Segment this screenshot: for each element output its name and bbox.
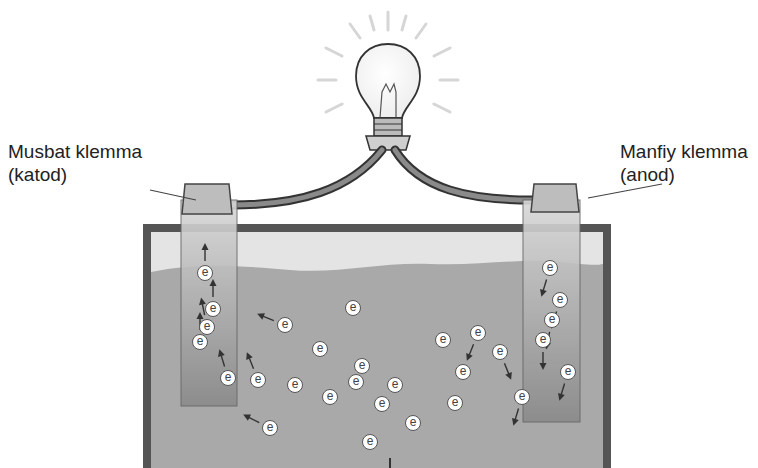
electron-symbol: e	[292, 378, 299, 390]
electron-symbol: e	[350, 301, 357, 313]
electron-circle: e	[514, 389, 530, 405]
negative-terminal	[531, 184, 579, 212]
arrow-head	[558, 393, 565, 401]
electron-circle: e	[470, 325, 486, 341]
wire	[395, 150, 532, 200]
electron-circle: e	[345, 300, 361, 316]
electron-symbol: e	[440, 333, 447, 345]
electron-symbol: e	[367, 435, 374, 447]
electron-circle: e	[435, 332, 451, 348]
electron-symbol: e	[317, 342, 324, 354]
electron-circle: e	[322, 389, 338, 405]
leader-line	[150, 190, 196, 200]
electron-circle: e	[455, 364, 471, 380]
terminal-label: Musbat klemma (katod)	[8, 140, 148, 186]
electron-symbol: e	[519, 390, 526, 402]
electron-symbol: e	[565, 365, 572, 377]
arrow-head	[540, 363, 547, 370]
arrow-head	[243, 415, 251, 421]
electron-symbol: e	[460, 365, 467, 377]
arrow-head	[466, 353, 472, 361]
electron-symbol: e	[410, 416, 417, 428]
electron-arrows	[197, 243, 565, 426]
electron-symbol: e	[197, 335, 204, 347]
electron-symbol: e	[497, 345, 504, 357]
terminal-label: Manfiy klemma (anod)	[620, 140, 750, 186]
electron-circle: e	[354, 358, 370, 374]
cathode-plate	[181, 200, 237, 406]
electron-circle: e	[560, 364, 576, 380]
electron-circle: e	[362, 434, 378, 450]
arrow-head	[257, 313, 265, 319]
electron-symbol: e	[327, 390, 334, 402]
electron-circle: e	[199, 319, 215, 335]
anode-plate	[523, 200, 580, 422]
arrow-head	[210, 279, 217, 286]
bulb-socket	[366, 136, 410, 150]
electron-symbol: e	[549, 313, 556, 325]
electron-circle: e	[374, 396, 390, 412]
electron-circle: e	[542, 260, 558, 276]
electron-symbol: e	[204, 320, 211, 332]
arrow-head	[197, 312, 204, 319]
electron-circle: e	[287, 377, 303, 393]
electron-circle: e	[220, 370, 236, 386]
bulb-glass	[356, 44, 420, 118]
electron-symbol: e	[282, 318, 289, 330]
electron-circle: e	[250, 372, 266, 388]
electron-circle: e	[197, 265, 213, 281]
electron-circle: e	[192, 334, 208, 350]
bulb-filament	[380, 84, 396, 118]
electron-circle: e	[205, 301, 221, 317]
electron-symbol: e	[359, 359, 366, 371]
electron-symbol: e	[210, 302, 217, 314]
electron-symbol: e	[557, 293, 564, 305]
electron-circle: e	[535, 332, 551, 348]
electron-circle: e	[387, 377, 403, 393]
electron-circle: e	[405, 415, 421, 431]
electron-symbol: e	[267, 421, 274, 433]
arrow-head	[505, 372, 511, 380]
electron-symbol: e	[255, 373, 262, 385]
electron-symbol: e	[392, 378, 399, 390]
bulb-base	[374, 118, 402, 136]
wire	[232, 150, 382, 205]
electron-symbol: e	[379, 397, 386, 409]
electron-symbol: e	[452, 396, 459, 408]
electron-symbol: e	[540, 333, 547, 345]
electron-symbol: e	[547, 261, 554, 273]
electron-circle: e	[492, 344, 508, 360]
arrow-head	[202, 243, 209, 250]
electron-symbol: e	[353, 375, 360, 387]
arrow-head	[512, 418, 519, 426]
arrow-head	[540, 289, 547, 297]
electron-circle: e	[544, 312, 560, 328]
electron-symbol: e	[202, 266, 209, 278]
electron-circle: e	[552, 292, 568, 308]
arrow-head	[199, 298, 206, 306]
leader-line	[588, 184, 662, 198]
arrow-head	[246, 352, 252, 360]
electron-circle: e	[262, 420, 278, 436]
electron-circle: e	[447, 395, 463, 411]
electron-symbol: e	[225, 371, 232, 383]
electron-circle: e	[277, 317, 293, 333]
arrow-head	[218, 349, 225, 357]
electron-circle: e	[348, 374, 364, 390]
electron-circle: e	[312, 341, 328, 357]
electron-symbol: e	[475, 326, 482, 338]
